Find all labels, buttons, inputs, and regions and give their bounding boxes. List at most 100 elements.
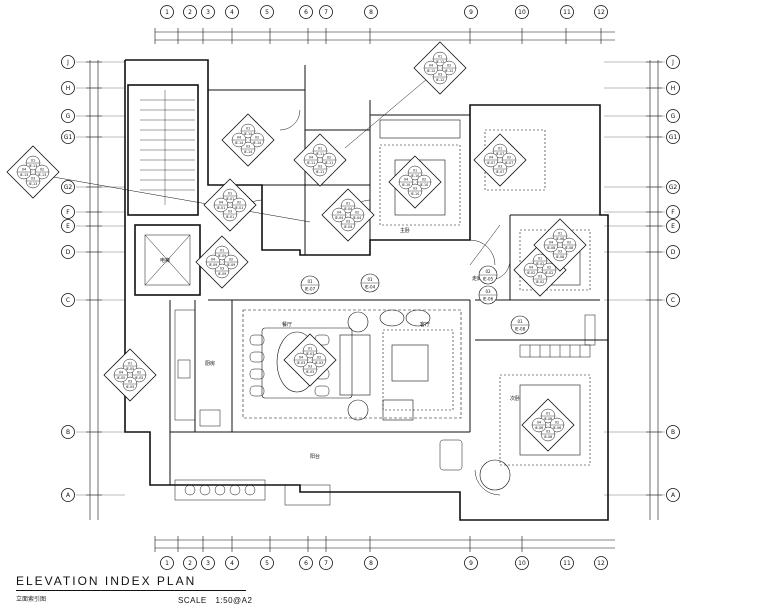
grid-column-bubble: 11 — [560, 556, 574, 570]
elevation-code: IE-06 — [553, 426, 562, 430]
svg-text:C: C — [671, 297, 675, 304]
grid-column-bubble: 10 — [515, 5, 529, 19]
grid-row-bubble: J — [61, 55, 75, 69]
title-underline — [16, 590, 246, 591]
svg-text:2: 2 — [188, 9, 192, 16]
grid-row-bubble: E — [61, 219, 75, 233]
wardrobe — [519, 314, 596, 358]
grid-row-bubble: G2 — [666, 180, 680, 194]
svg-text:J: J — [66, 59, 69, 66]
elevation-code: IE-02 — [527, 271, 536, 275]
tag-number: 01 — [307, 279, 313, 284]
svg-text:10: 10 — [518, 560, 526, 567]
elevation-number: 04 — [119, 371, 123, 375]
elevation-code: IE-06 — [544, 417, 553, 421]
svg-text:9: 9 — [469, 9, 473, 16]
elevation-number: 01 — [438, 55, 442, 59]
grid-column-bubble: 7 — [319, 556, 333, 570]
grid-column-bubble: 6 — [299, 556, 313, 570]
elevation-code: IE-05 — [135, 376, 144, 380]
svg-text:12: 12 — [597, 9, 605, 16]
elevation-code: IE-09 — [218, 272, 227, 276]
elevation-code: IE-12 — [445, 69, 454, 73]
elevation-number: 01 — [31, 159, 35, 163]
elevation-code: IE-01 — [235, 206, 244, 210]
svg-text:7: 7 — [324, 560, 328, 567]
grid-column-bubble: 1 — [160, 556, 174, 570]
elevation-number: 02 — [555, 421, 559, 425]
elevation-code: IE-02 — [536, 262, 545, 266]
grid-column-bubble: 12 — [594, 5, 608, 19]
tag-number: 01 — [517, 319, 523, 324]
room-label-master: 主卧 — [400, 227, 410, 234]
elevation-number: 02 — [327, 156, 331, 160]
elevation-code: IE-05 — [117, 376, 126, 380]
grid-row-bubble: D — [666, 245, 680, 259]
elevation-code: IE-14 — [253, 141, 262, 145]
svg-text:1: 1 — [165, 9, 169, 16]
grid-row-bubble: E — [666, 219, 680, 233]
bedroom-bed — [479, 374, 591, 491]
elevation-number: 03 — [346, 220, 350, 224]
elevation-number: 04 — [211, 258, 215, 262]
grid-row-bubble: C — [666, 293, 680, 307]
elevation-number: 03 — [31, 177, 35, 181]
room-label-elevator: 电梯 — [160, 257, 170, 264]
elevation-number: 03 — [538, 275, 542, 279]
elevation-number: 01 — [128, 362, 132, 366]
svg-text:G2: G2 — [669, 184, 678, 191]
elevation-code: IE-12 — [436, 78, 445, 82]
elevation-number: 02 — [317, 356, 321, 360]
elevation-code: IE-03 — [315, 361, 324, 365]
elevation-number: 04 — [429, 64, 433, 68]
svg-text:7: 7 — [324, 9, 328, 16]
elevation-code: IE-11 — [316, 170, 325, 174]
elevation-number: 01 — [538, 257, 542, 261]
svg-text:6: 6 — [304, 9, 308, 16]
grid-row-bubble: H — [666, 81, 680, 95]
svg-text:C: C — [66, 297, 70, 304]
elevation-code: IE-09 — [218, 254, 227, 258]
drawing-title: ELEVATION INDEX PLAN — [16, 574, 197, 588]
elevation-number: 04 — [549, 241, 553, 245]
grid-row-bubble: G2 — [61, 180, 75, 194]
grid-column-bubble: 5 — [260, 556, 274, 570]
staircase — [140, 90, 195, 205]
elevation-number: 04 — [337, 211, 341, 215]
elevation-number: 02 — [229, 258, 233, 262]
tag-code: IE-05 — [483, 277, 494, 282]
svg-text:B: B — [66, 429, 70, 436]
elevation-code: IE-03 — [297, 361, 306, 365]
elevation-number: 01 — [308, 347, 312, 351]
elevation-number: 02 — [40, 168, 44, 172]
elevation-number: 01 — [346, 202, 350, 206]
elevation-code: IE-07 — [505, 161, 514, 165]
svg-text:E: E — [671, 223, 675, 230]
elevation-number: 02 — [547, 266, 551, 270]
elevation-number: 01 — [228, 192, 232, 196]
svg-text:11: 11 — [563, 560, 571, 567]
grid-row-bubble: F — [61, 205, 75, 219]
room-label-balcony: 阳台 — [310, 453, 320, 460]
bottom-dimension-chain — [154, 536, 615, 552]
room-label-dining: 餐厅 — [282, 321, 292, 328]
elevation-code: IE-08 — [556, 255, 565, 259]
elevator-shaft — [144, 234, 191, 286]
drawing-subtitle: 立面索引图 — [16, 596, 47, 603]
elevation-code: IE-06 — [544, 435, 553, 439]
elevation-code: IE-12 — [427, 69, 436, 73]
svg-text:A: A — [66, 492, 71, 499]
svg-text:12: 12 — [597, 560, 605, 567]
tag-code: IE-06 — [483, 297, 494, 302]
elevation-code: IE-13 — [38, 173, 47, 177]
grid-row-bubble: B — [666, 425, 680, 439]
svg-text:F: F — [66, 209, 70, 216]
elevation-code: IE-01 — [226, 197, 235, 201]
